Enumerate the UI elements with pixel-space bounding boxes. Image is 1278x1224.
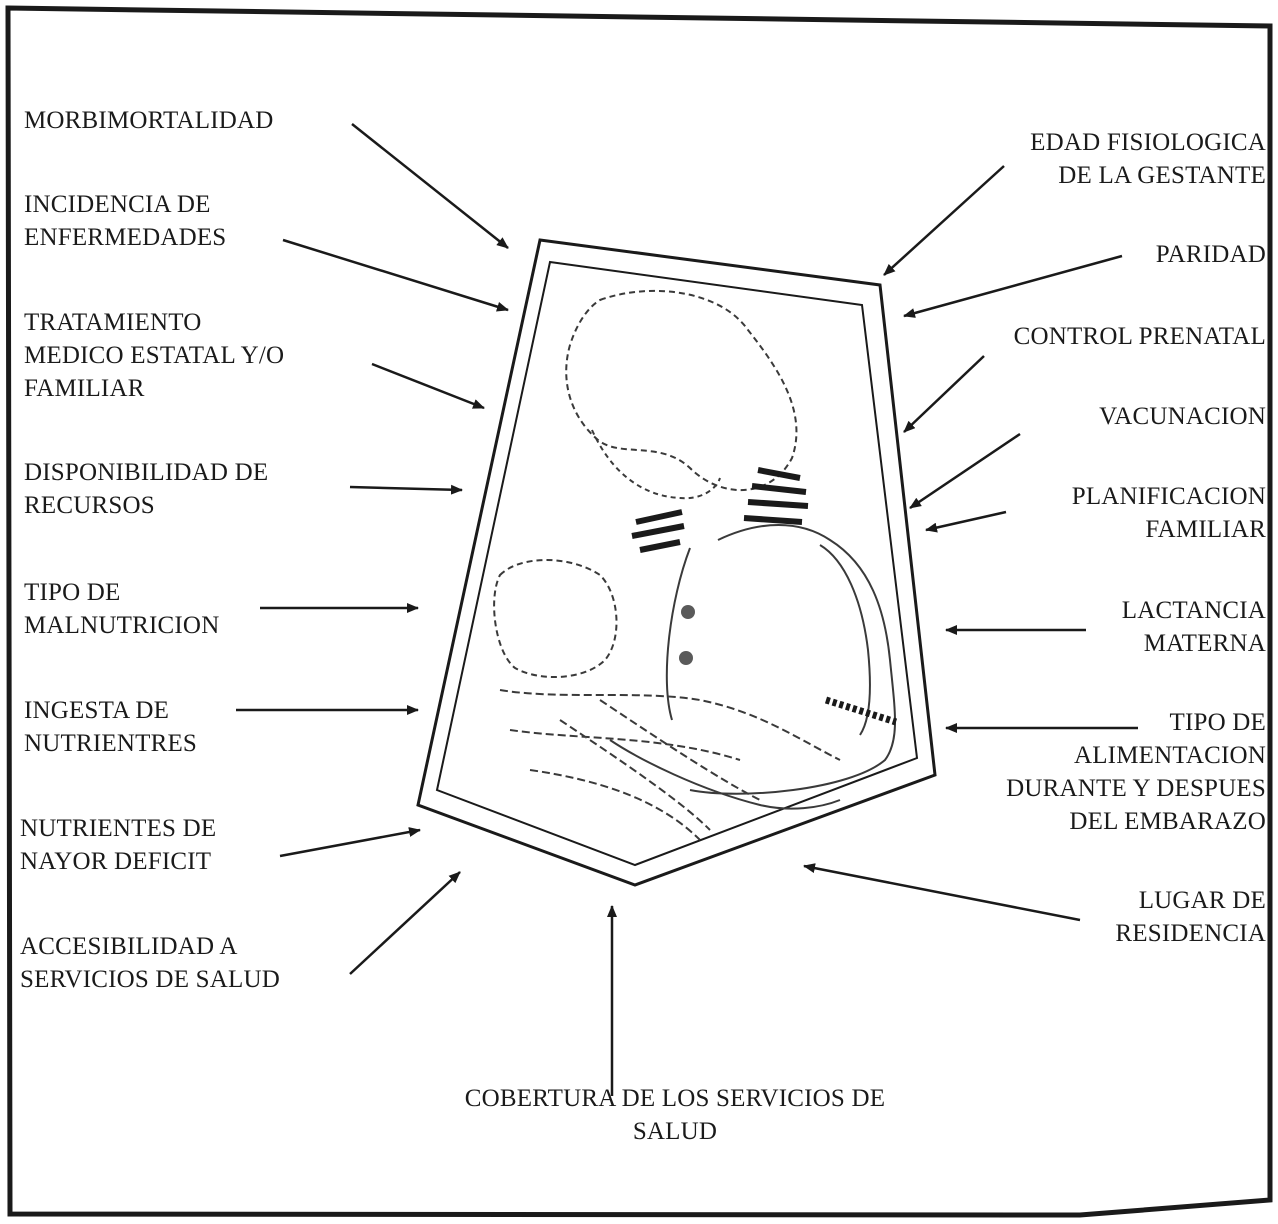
label-line: COBERTURA DE LOS SERVICIOS DE — [464, 1085, 886, 1112]
label-line: NUTRIENTES DE — [20, 815, 217, 842]
dress-button-bottom — [679, 651, 693, 665]
label-tipo-alimentacion: TIPO DE ALIMENTACION DURANTE Y DESPUES D… — [1006, 706, 1266, 838]
label-line: NAYOR DEFICIT — [20, 848, 212, 875]
label-planificacion: PLANIFICACION FAMILIAR — [1072, 480, 1266, 546]
label-line: FAMILIAR — [24, 375, 145, 402]
label-control-prenatal: CONTROL PRENATAL — [1014, 320, 1266, 353]
label-line: MATERNA — [1143, 630, 1266, 657]
label-line: VACUNACION — [1099, 403, 1266, 430]
label-edad-fisiologica: EDAD FISIOLOGICA DE LA GESTANTE — [1030, 126, 1266, 192]
label-line: INGESTA DE — [24, 697, 170, 724]
label-incidencia: INCIDENCIA DE ENFERMEDADES — [24, 188, 226, 254]
outer-border — [5, 5, 1273, 1218]
label-line: TIPO DE — [24, 579, 121, 606]
label-tratamiento: TRATAMIENTO MEDICO ESTATAL Y/O FAMILIAR — [24, 306, 284, 405]
label-vacunacion: VACUNACION — [1099, 400, 1266, 433]
label-line: DEL EMBARAZO — [1069, 808, 1266, 835]
label-ingesta: INGESTA DE NUTRIENTRES — [24, 694, 197, 760]
label-line: MORBIMORTALIDAD — [24, 107, 274, 134]
arrow-vacunacion — [909, 432, 1021, 510]
label-morbimortalidad: MORBIMORTALIDAD — [24, 104, 274, 137]
arrow-edad-fisiologica — [883, 165, 1005, 276]
label-line: ALIMENTACION — [1073, 742, 1266, 769]
mother-hand-outline — [609, 739, 841, 810]
baby-body-outline — [499, 689, 841, 841]
mother-face-outline — [591, 429, 721, 500]
label-line: LACTANCIA — [1121, 597, 1266, 624]
pentagon-frame-outer — [416, 238, 937, 887]
arrow-control-prenatal — [903, 355, 985, 433]
left-arrows — [236, 123, 509, 975]
label-line: INCIDENCIA DE — [24, 191, 211, 218]
arrow-tratamiento — [371, 362, 485, 410]
label-line: SALUD — [632, 1118, 718, 1145]
label-accesibilidad: ACCESIBILIDAD A SERVICIOS DE SALUD — [20, 930, 280, 996]
label-paridad: PARIDAD — [1156, 238, 1266, 271]
collar-stripes — [631, 467, 809, 553]
label-line: DISPONIBILIDAD DE — [24, 459, 269, 486]
mother-arm-outline — [819, 544, 871, 736]
label-line: PARIDAD — [1155, 241, 1266, 268]
label-disponibilidad: DISPONIBILIDAD DE RECURSOS — [24, 456, 268, 522]
label-line: CONTROL PRENATAL — [1013, 323, 1266, 350]
label-line: PLANIFICACION — [1071, 483, 1266, 510]
label-line: LUGAR DE — [1138, 887, 1266, 914]
mother-child-illustration — [493, 289, 898, 841]
label-cobertura: COBERTURA DE LOS SERVICIOS DE SALUD — [420, 1082, 930, 1148]
arrow-disponibilidad — [349, 484, 463, 495]
label-line: SERVICIOS DE SALUD — [20, 966, 280, 993]
arrow-paridad — [903, 254, 1123, 318]
arrow-planificacion — [925, 510, 1007, 533]
label-lugar-residencia: LUGAR DE RESIDENCIA — [1115, 884, 1266, 950]
label-line: MEDICO ESTATAL Y/O — [24, 342, 285, 369]
arrow-morbimortalidad — [351, 123, 509, 249]
arrow-accesibilidad — [349, 871, 461, 975]
label-line: FAMILIAR — [1145, 516, 1266, 543]
label-line: TIPO DE — [1169, 709, 1266, 736]
label-line: ACCESIBILIDAD A — [20, 933, 238, 960]
mother-head-outline — [565, 289, 798, 491]
sleeve-band — [824, 696, 898, 726]
dress-button-top — [681, 605, 695, 619]
label-line: NUTRIENTRES — [24, 730, 198, 757]
label-line: DE LA GESTANTE — [1058, 162, 1266, 189]
label-line: EDAD FISIOLOGICA — [1030, 129, 1266, 156]
arrow-incidencia — [282, 238, 509, 312]
label-line: RECURSOS — [24, 492, 155, 519]
label-nutrientes-deficit: NUTRIENTES DE NAYOR DEFICIT — [20, 812, 216, 878]
label-line: DURANTE Y DESPUES — [1006, 775, 1266, 802]
right-arrows — [803, 165, 1138, 922]
dress-outline — [665, 524, 896, 795]
label-line: TRATAMIENTO — [24, 309, 202, 336]
pentagon-frame-inner — [435, 260, 919, 867]
label-tipo-malnutricion: TIPO DE MALNUTRICION — [24, 576, 219, 642]
baby-head-outline — [493, 559, 618, 678]
arrow-nutrientes-deficit — [279, 827, 421, 858]
label-lactancia: LACTANCIA MATERNA — [1122, 594, 1266, 660]
arrow-lugar-residencia — [803, 863, 1081, 922]
label-line: ENFERMEDADES — [24, 224, 227, 251]
label-line: MALNUTRICION — [24, 612, 220, 639]
label-line: RESIDENCIA — [1115, 920, 1266, 947]
